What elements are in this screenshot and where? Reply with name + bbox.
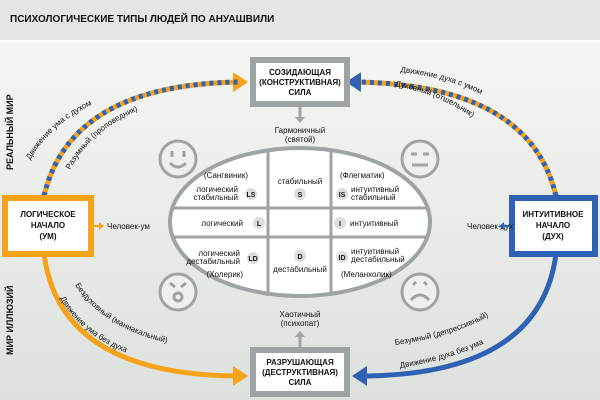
angry-face-icon — [158, 272, 198, 312]
svg-text:логический: логический — [201, 219, 243, 228]
label-harmonic: Гармоничный — [275, 126, 325, 135]
code-id: ID — [339, 255, 346, 262]
arrow-mind-with-spirit — [41, 72, 248, 197]
temperament-choleric: (Холерик) — [207, 270, 244, 279]
box-destructive-force: РАЗРУШАЮЩАЯ (ДЕСТРУКТИВНАЯ) СИЛА — [250, 347, 350, 397]
code-ld: LD — [248, 256, 257, 263]
code-d: D — [297, 254, 302, 261]
box-intuitive-origin: ИНТУИТИВНОЕ НАЧАЛО (ДУХ) — [509, 195, 598, 257]
title: ПСИХОЛОГИЧЕСКИЕ ТИПЫ ЛЮДЕЙ ПО АНУАШВИЛИ — [10, 12, 274, 25]
code-ls: LS — [247, 192, 256, 199]
side-label-real-world: РЕАЛЬНЫЙ МИР — [4, 94, 15, 170]
temperament-melancholic: (Меланхолик) — [341, 270, 392, 279]
arrow-spirit-with-mind — [346, 72, 559, 197]
svg-text:(ДЕСТРУКТИВНАЯ): (ДЕСТРУКТИВНАЯ) — [262, 368, 338, 377]
types-grid — [168, 146, 432, 298]
side-label-illusion-world: МИР ИЛЛЮЗИЙ — [4, 286, 15, 355]
svg-text:(УМ): (УМ) — [40, 232, 57, 241]
label-man-mind: Человек-ум — [107, 222, 150, 231]
svg-text:СИЛА: СИЛА — [289, 378, 312, 387]
label-psychopath: (психопат) — [281, 319, 320, 328]
svg-text:интуитивный: интуитивный — [351, 247, 399, 256]
temperament-phlegmatic: (Флегматик) — [340, 171, 385, 180]
neutral-face-icon — [400, 139, 440, 179]
svg-text:(КОНСТРУКТИВНАЯ): (КОНСТРУКТИВНАЯ) — [259, 78, 341, 87]
svg-text:ЛОГИЧЕСКОЕ: ЛОГИЧЕСКОЕ — [20, 210, 76, 219]
sad-face-icon — [400, 272, 440, 312]
code-l: L — [257, 221, 262, 228]
temperament-sanguine: (Сангвиник) — [204, 171, 248, 180]
svg-text:интуитивный: интуитивный — [351, 185, 399, 194]
box-constructive-force: СОЗИДАЮЩАЯ (КОНСТРУКТИВНАЯ) СИЛА — [250, 57, 350, 107]
svg-text:дестабильный: дестабильный — [351, 255, 405, 264]
svg-text:НАЧАЛО: НАЧАЛО — [536, 221, 570, 230]
arrow-spirit-without-mind — [352, 253, 559, 386]
arrow-mind-without-spirit — [41, 253, 248, 386]
box-logical-origin: ЛОГИЧЕСКОЕ НАЧАЛО (УМ) — [2, 195, 94, 257]
svg-text:логический: логический — [196, 185, 238, 194]
svg-text:НАЧАЛО: НАЧАЛО — [31, 221, 65, 230]
svg-text:интуитивный: интуитивный — [350, 219, 398, 228]
code-i: I — [339, 221, 341, 228]
svg-text:ИНТУИТИВНОЕ: ИНТУИТИВНОЕ — [523, 210, 585, 219]
label-man-spirit: Человек-дух — [467, 222, 513, 231]
smile-face-icon — [158, 139, 198, 179]
code-is: IS — [339, 192, 346, 199]
code-s: S — [298, 192, 303, 199]
svg-text:дестабильный: дестабильный — [186, 257, 240, 266]
label-saint: (святой) — [285, 135, 316, 144]
svg-text:логический: логический — [198, 249, 240, 258]
title-bar — [0, 0, 600, 40]
svg-text:стабильный: стабильный — [278, 177, 323, 186]
svg-text:РАЗРУШАЮЩАЯ: РАЗРУШАЮЩАЯ — [266, 358, 334, 367]
svg-text:(ДУХ): (ДУХ) — [542, 232, 564, 241]
svg-text:СОЗИДАЮЩАЯ: СОЗИДАЮЩАЯ — [269, 68, 331, 77]
svg-text:стабильный: стабильный — [193, 193, 238, 202]
svg-text:стабильный: стабильный — [351, 193, 396, 202]
label-chaotic: Хаотичный — [280, 310, 321, 319]
svg-text:дестабильный: дестабильный — [273, 265, 327, 274]
svg-text:СИЛА: СИЛА — [289, 88, 312, 97]
